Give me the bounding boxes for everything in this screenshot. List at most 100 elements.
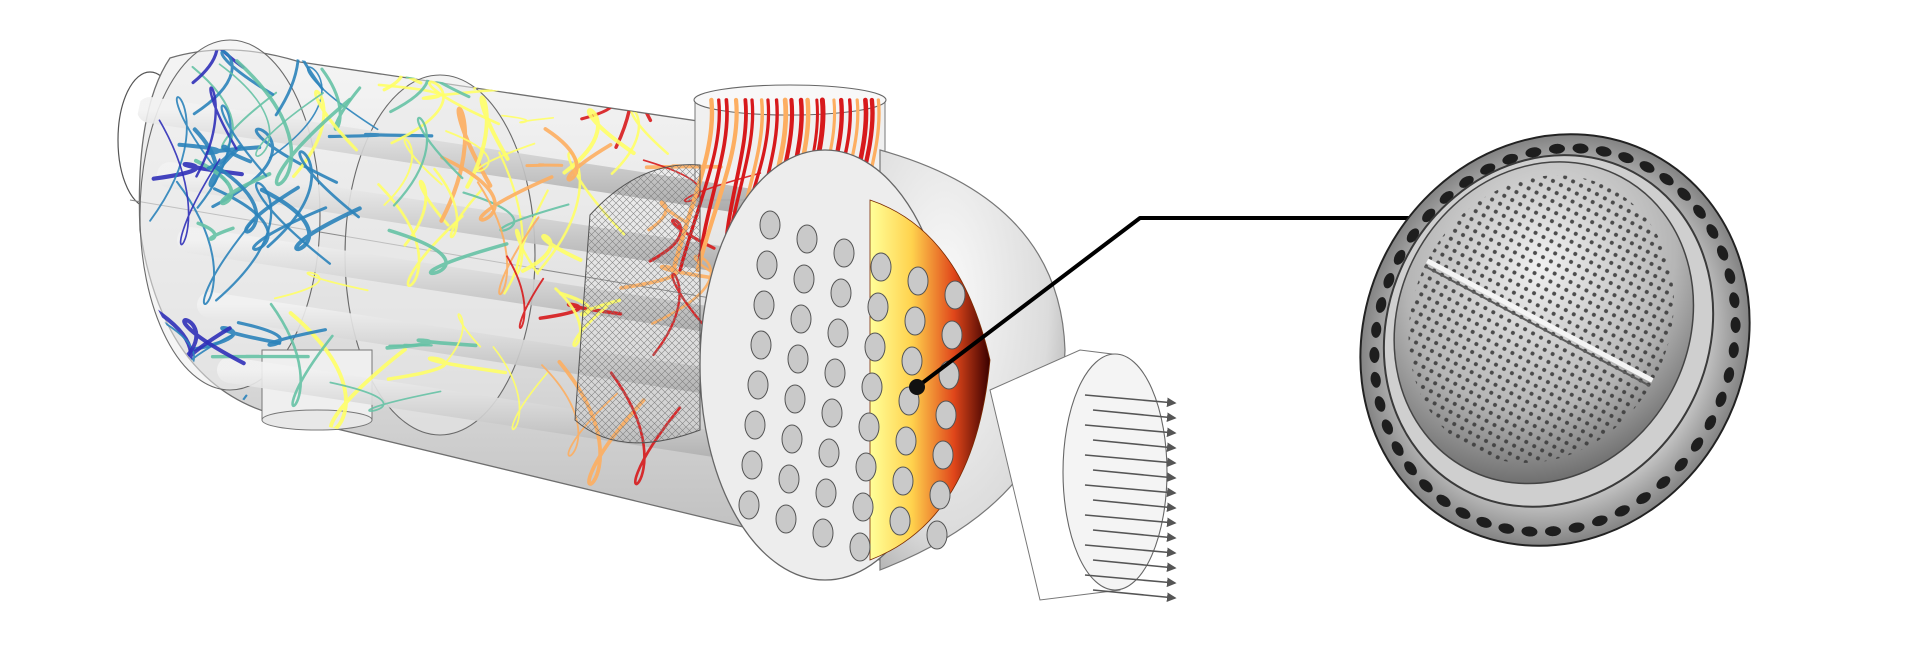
tube-sheet-hole: [818, 438, 840, 468]
tube-sheet-hole: [855, 452, 877, 482]
bolt-hole: [1370, 371, 1381, 388]
tube-sheet-hole: [741, 450, 763, 480]
tube-sheet-hole: [932, 440, 954, 470]
inflow-arrow: [1092, 439, 1177, 453]
tube-sheet-hole: [753, 290, 775, 320]
inflow-arrow: [1084, 394, 1177, 408]
tube-sheet-hole: [895, 426, 917, 456]
bolt-hole: [1476, 516, 1492, 528]
tube-sheet-hole: [787, 344, 809, 374]
bolt-hole: [1393, 249, 1406, 265]
bolt-hole: [1592, 515, 1608, 527]
tube-sheet-hole: [867, 292, 889, 322]
streamline: [273, 271, 369, 300]
tube-sheet-hole: [849, 532, 871, 562]
tube-sheet-hole: [815, 478, 837, 508]
streamline: [211, 127, 339, 209]
inflow-arrow: [1092, 409, 1177, 423]
streamline: [377, 83, 506, 100]
bolt-hole: [1525, 147, 1542, 158]
bolt-hole: [1729, 292, 1740, 309]
nozzle-streamline: [696, 98, 729, 272]
streamline: [473, 50, 547, 90]
tube-sheet-hole: [870, 252, 892, 282]
inflow-arrow: [1084, 484, 1177, 498]
inflow-arrow: [1092, 589, 1177, 603]
tube-sheet-hole: [827, 318, 849, 348]
streamline: [562, 108, 636, 175]
tube-sheet-hole: [747, 370, 769, 400]
streamline: [390, 80, 501, 145]
streamline: [215, 181, 332, 302]
callout-dot-left: [909, 379, 925, 395]
bolt-hole: [1381, 419, 1394, 435]
bolt-hole: [1659, 173, 1674, 186]
bolt-hole: [1690, 437, 1704, 452]
streamline: [465, 95, 510, 189]
tube-sheet-hole: [941, 320, 963, 350]
bolt-hole: [1498, 523, 1515, 534]
streamline: [525, 163, 564, 168]
streamline: [387, 228, 509, 276]
bolt-hole: [1521, 526, 1538, 537]
streamline: [503, 228, 539, 295]
bolt-hole: [1704, 415, 1717, 431]
tube-sheet-hole: [926, 520, 948, 550]
tube-sheet-hole: [744, 410, 766, 440]
bolt-hole: [1455, 507, 1471, 519]
streamline: [195, 86, 238, 178]
tube-sheet-hole: [858, 412, 880, 442]
tube-sheet-hole: [944, 280, 966, 310]
inflow-arrow: [1084, 544, 1177, 558]
bottom-nozzle-rim: [261, 409, 373, 431]
streamline: [440, 155, 554, 222]
streamline: [445, 313, 482, 363]
streamline: [386, 356, 508, 381]
bolt-hole: [1723, 367, 1735, 383]
streamline: [490, 50, 573, 87]
inflow-arrow: [1092, 469, 1177, 483]
streamline: [520, 233, 583, 273]
tube-sheet-hole: [907, 266, 929, 296]
inflow-arrows: [1084, 394, 1177, 603]
tube-sheet-hole: [889, 506, 911, 536]
streamline: [269, 302, 334, 407]
tube-sheet-hole: [821, 398, 843, 428]
inflow-arrow: [1092, 559, 1177, 573]
tube-sheet-hole: [738, 490, 760, 520]
tube-sheet-hole: [796, 224, 818, 254]
inflow-arrow: [1092, 499, 1177, 513]
streamline: [445, 130, 536, 173]
bolt-hole: [1693, 204, 1706, 219]
streamline: [492, 346, 549, 431]
streamline: [476, 181, 540, 296]
bolt-hole: [1391, 441, 1404, 456]
bolt-hole: [1715, 391, 1727, 408]
streamline: [383, 138, 443, 206]
bolt-hole: [1706, 224, 1719, 239]
streamline: [193, 158, 272, 206]
bolt-hole: [1371, 321, 1382, 338]
streamline: [236, 321, 328, 347]
tube-sheet-hole: [775, 504, 797, 534]
tube-sheet-hole: [784, 384, 806, 414]
streamline: [439, 106, 493, 223]
inflow-arrow: [1092, 529, 1177, 543]
tube-sheet-hole: [864, 332, 886, 362]
bolt-hole: [1636, 492, 1651, 505]
bolt-hole: [1572, 143, 1589, 154]
bolt-hole: [1716, 245, 1729, 261]
streamline: [433, 167, 483, 239]
nozzle-streamline: [695, 97, 739, 273]
streamline: [149, 96, 228, 222]
streamline: [388, 343, 433, 347]
streamline: [392, 116, 464, 207]
bolt-hole: [1728, 342, 1739, 359]
tube-sheet-hole: [759, 210, 781, 240]
tube-sheet-hole: [824, 358, 846, 388]
tube-sheet-hole: [756, 250, 778, 280]
streamline: [151, 161, 244, 181]
tube-sheet-hole: [929, 480, 951, 510]
tube-sheet-hole: [861, 372, 883, 402]
